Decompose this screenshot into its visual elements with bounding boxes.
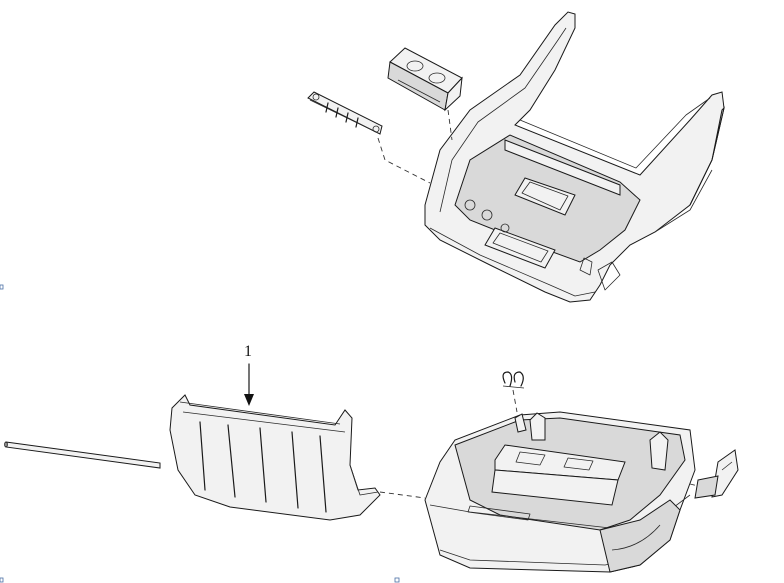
assembly-line-strip	[377, 137, 431, 184]
connector-block	[387, 47, 463, 112]
base-housing	[424, 411, 696, 573]
spring-clip	[502, 371, 525, 389]
upper-housing	[424, 11, 725, 303]
assembly-line-latch	[689, 483, 699, 487]
hinge-pin	[4, 441, 161, 469]
contact-strip	[307, 91, 383, 135]
cover-door	[169, 394, 381, 521]
edge-marker-bottom	[394, 577, 400, 583]
assembly-line-cover	[379, 491, 426, 499]
edge-marker-left	[0, 284, 4, 290]
callout-label-1: 1	[244, 343, 252, 360]
assembly-line-spring	[512, 389, 518, 413]
edge-marker-bottom-left	[0, 577, 4, 583]
callout-arrowhead	[244, 394, 254, 406]
side-latch	[694, 449, 739, 499]
callout-1: 1	[244, 343, 254, 406]
